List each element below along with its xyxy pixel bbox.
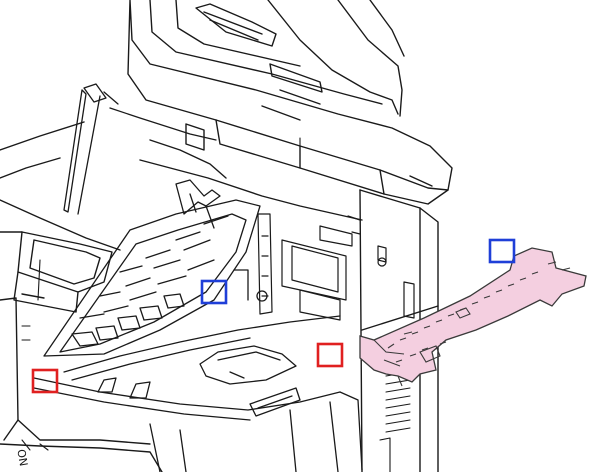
machine-body <box>0 121 439 472</box>
control-panel <box>0 231 113 313</box>
paper-path-area <box>33 269 363 472</box>
red-marker-center <box>316 342 344 368</box>
pink-removed-part <box>359 247 587 387</box>
inner-cover-panel <box>43 179 261 357</box>
scanner-lid <box>127 0 453 205</box>
panel-label: ON <box>14 448 30 467</box>
detail-marks <box>21 137 301 451</box>
side-frame <box>257 213 415 321</box>
vent-grille <box>379 371 411 472</box>
blue-marker-inner <box>200 279 228 305</box>
markers <box>31 238 516 394</box>
blue-marker-part <box>488 238 516 264</box>
red-marker-left <box>31 368 59 394</box>
lid-support-arms <box>63 83 217 215</box>
